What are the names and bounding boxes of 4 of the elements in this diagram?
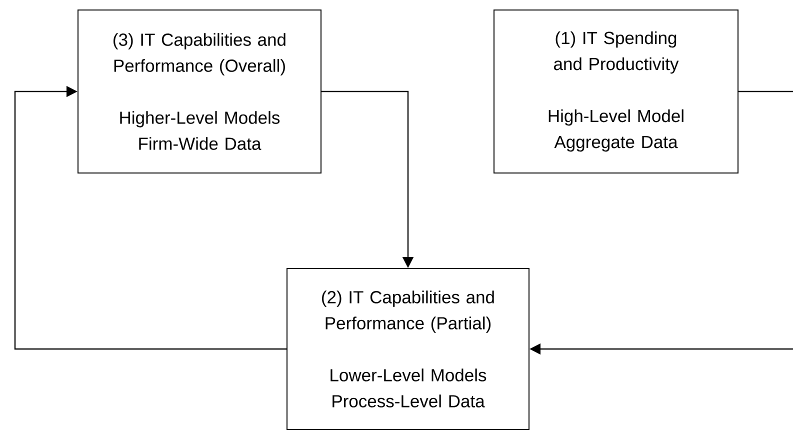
process-box: (3) IT Capabilities and Performance (Overall) Higher-Level Models Firm-Wide Data xyxy=(78,10,322,174)
process-box: (2) IT Capabilities and Performance (Partial) Lower-Level Models Process-Level Data xyxy=(286,268,530,430)
arrow xyxy=(14,86,286,350)
process-box: (1) IT Spending and Productivity High-Level Model Aggregate Data xyxy=(494,10,738,174)
